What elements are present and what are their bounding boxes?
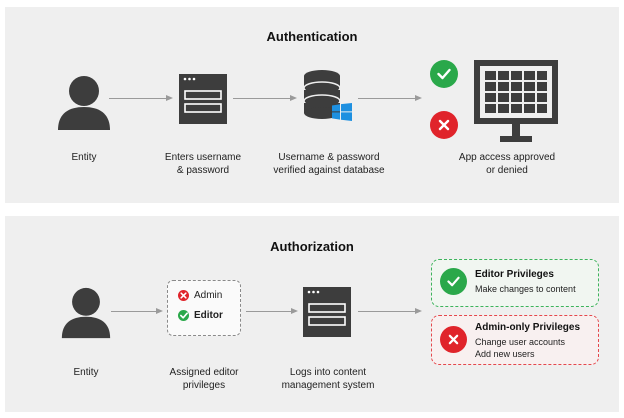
checkmark-icon <box>440 268 467 295</box>
arrow-roles-to-cms <box>246 305 298 317</box>
person-icon <box>58 76 110 130</box>
checkmark-icon <box>178 310 189 321</box>
authentication-title: Authentication <box>266 29 358 44</box>
db-caption: Username & password verified against dat… <box>265 151 393 177</box>
authorization-title: Authorization <box>270 239 354 254</box>
editor-privileges-box: Editor Privileges Make changes to conten… <box>431 259 599 307</box>
assigned-caption: Assigned editor privileges <box>153 366 255 392</box>
result-caption-line1: App access approved <box>458 152 556 163</box>
admin-privileges-desc-2: Add new users <box>475 349 535 359</box>
editor-privileges-title: Editor Privileges <box>475 269 554 280</box>
db-caption-line1: Username & password <box>278 152 380 163</box>
db-caption-line2: verified against database <box>273 165 385 176</box>
database-icon <box>303 70 341 119</box>
admin-privileges-box: Admin-only Privileges Change user accoun… <box>431 315 599 365</box>
admin-privileges-desc-1: Change user accounts <box>475 337 566 347</box>
role-editor-label: Editor <box>194 310 223 321</box>
result-caption-line2: or denied <box>486 165 528 176</box>
monitor-icon <box>474 60 558 142</box>
windows-logo-icon <box>332 103 352 121</box>
authentication-panel: Authentication Entity Enters username & … <box>5 7 619 203</box>
arrow-login-to-db <box>233 92 297 104</box>
checkmark-icon <box>430 60 458 88</box>
arrow-entity-to-login <box>109 92 173 104</box>
person-icon <box>61 287 111 339</box>
cms-caption-line1: Logs into content <box>289 367 367 378</box>
cms-caption: Logs into content management system <box>273 366 383 392</box>
editor-privileges-desc: Make changes to content <box>475 284 576 294</box>
login-window-icon <box>179 74 227 124</box>
login-caption: Enters username & password <box>150 151 256 177</box>
role-admin: Admin <box>178 290 222 301</box>
login-caption-line2: & password <box>176 165 230 176</box>
role-admin-label: Admin <box>194 290 223 301</box>
x-icon <box>178 290 189 301</box>
role-editor: Editor <box>178 310 223 321</box>
entity-caption: Entity <box>73 367 99 378</box>
cms-caption-line2: management system <box>281 380 375 391</box>
entity-caption: Entity <box>71 152 97 163</box>
arrow-cms-to-privileges <box>358 305 422 317</box>
login-window-icon <box>303 287 351 337</box>
x-icon <box>440 326 467 353</box>
login-caption-line1: Enters username <box>164 152 242 163</box>
arrow-entity-to-roles <box>111 305 163 317</box>
roles-box: Admin Editor <box>167 280 241 336</box>
authorization-panel: Authorization Entity Admin Editor Assign… <box>5 216 619 412</box>
assigned-caption-line2: privileges <box>182 380 226 391</box>
x-icon <box>430 111 458 139</box>
arrow-db-to-result <box>358 92 422 104</box>
admin-privileges-title: Admin-only Privileges <box>475 322 581 333</box>
assigned-caption-line1: Assigned editor <box>169 367 239 378</box>
result-caption: App access approved or denied <box>452 151 562 177</box>
